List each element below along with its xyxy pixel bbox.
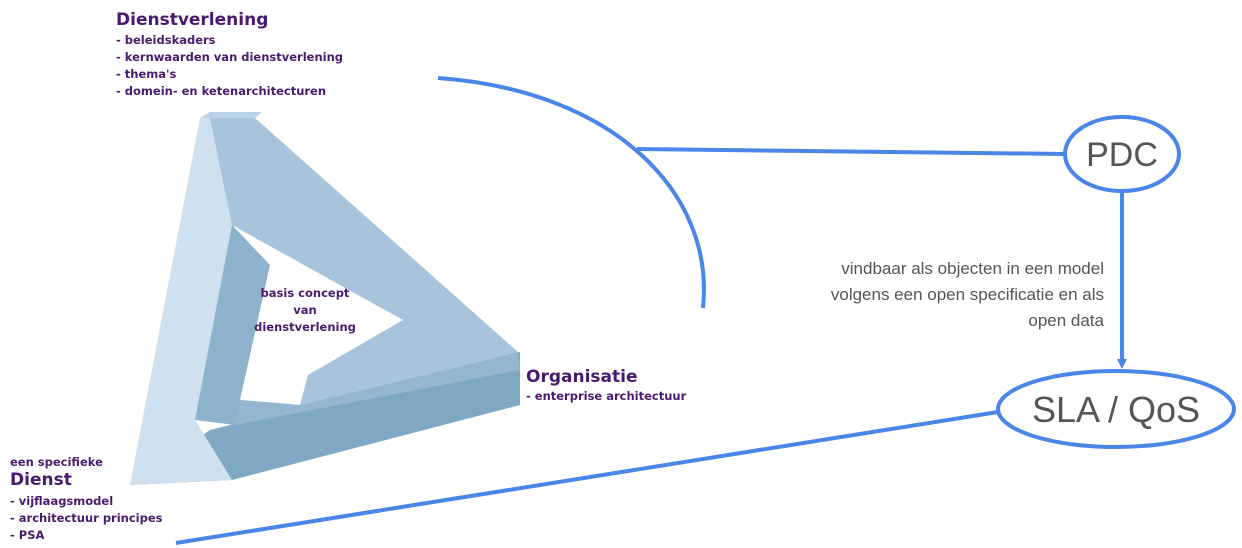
dienstverlening-item: - thema's: [116, 67, 177, 81]
dienstverlening-item: - kernwaarden van dienstverlening: [116, 50, 344, 64]
dienstverlening-heading: Dienstverlening: [116, 10, 269, 30]
dienstverlening-item: - beleidskaders: [116, 33, 216, 47]
pdc-connector: [636, 147, 1066, 156]
dienst-item: - PSA: [10, 528, 45, 542]
pdc-label: PDC: [1086, 136, 1158, 174]
dienstverlening-item: - domein- en ketenarchitecturen: [116, 84, 327, 98]
arrow-label-line: volgens een open specificatie en als: [830, 285, 1104, 304]
arrow-label-line: open data: [1028, 311, 1104, 330]
penrose-triangle-icon: [130, 112, 520, 485]
center-label-line: basis concept: [260, 286, 350, 300]
sla-node: SLA / QoS: [996, 369, 1236, 449]
triangle-face-right: [200, 118, 518, 405]
dienst-intro: een specifieke: [10, 455, 103, 469]
triangle-face-left: [130, 118, 255, 485]
organisatie-heading: Organisatie: [526, 367, 638, 387]
triangle-hole: [255, 265, 403, 342]
dienst-item: - architectuur principes: [10, 511, 163, 525]
organisatie-item: - enterprise architectuur: [526, 389, 687, 403]
dienst-item: - vijflaagsmodel: [10, 494, 114, 508]
triangle-face-inner-dark: [195, 225, 300, 425]
pdc-node: PDC: [1063, 115, 1181, 193]
triangle-face-inner-bottom: [235, 352, 520, 425]
sla-label: SLA / QoS: [1032, 389, 1200, 430]
dienst-heading: Dienst: [10, 470, 72, 490]
center-label-line: van: [293, 303, 317, 317]
triangle-top-cap: [200, 112, 262, 118]
arrow-label-line: vindbaar als objecten in een model: [841, 259, 1104, 278]
sla-connector: [175, 410, 999, 545]
scope-arc: [437, 76, 706, 309]
center-label-line: dienstverlening: [254, 320, 356, 334]
